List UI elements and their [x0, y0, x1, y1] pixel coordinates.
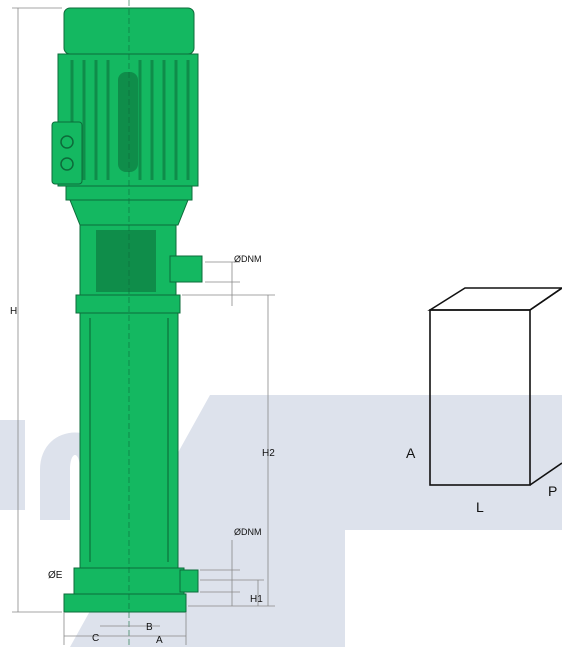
upper-flange — [75, 294, 181, 314]
label-box-height: A — [406, 445, 416, 461]
terminal-box — [51, 121, 83, 185]
terminal-screw-icon — [60, 157, 74, 171]
label-h: H — [10, 306, 17, 317]
label-outlet-diameter: ØDNM — [234, 254, 262, 264]
package-box: A L P — [406, 287, 562, 515]
terminal-screw-icon — [60, 135, 74, 149]
label-h1: H1 — [250, 594, 263, 605]
inlet-nozzle — [179, 569, 199, 593]
label-inlet-diameter: ØDNM — [234, 527, 262, 537]
label-box-depth: P — [548, 483, 557, 499]
dimension-lines — [12, 7, 275, 645]
watermark-band — [345, 395, 562, 530]
box-side-edge — [529, 462, 562, 486]
outlet-nozzle — [169, 255, 203, 283]
label-h2: H2 — [262, 448, 275, 459]
label-base-diameter: ØE — [48, 570, 63, 581]
base-plate — [63, 593, 187, 613]
label-a: A — [156, 635, 163, 646]
watermark-glyph-left — [0, 420, 25, 510]
label-c: C — [92, 633, 99, 644]
label-b: B — [146, 622, 153, 633]
lantern-window — [96, 230, 156, 292]
pump-labels: H ØDNM H2 ØDNM ØE H1 C B A — [10, 254, 275, 646]
box-top — [427, 287, 562, 311]
motor-fins — [70, 60, 190, 180]
motor-center-rib — [118, 72, 138, 172]
pump — [51, 0, 203, 647]
label-box-length: L — [476, 499, 484, 515]
